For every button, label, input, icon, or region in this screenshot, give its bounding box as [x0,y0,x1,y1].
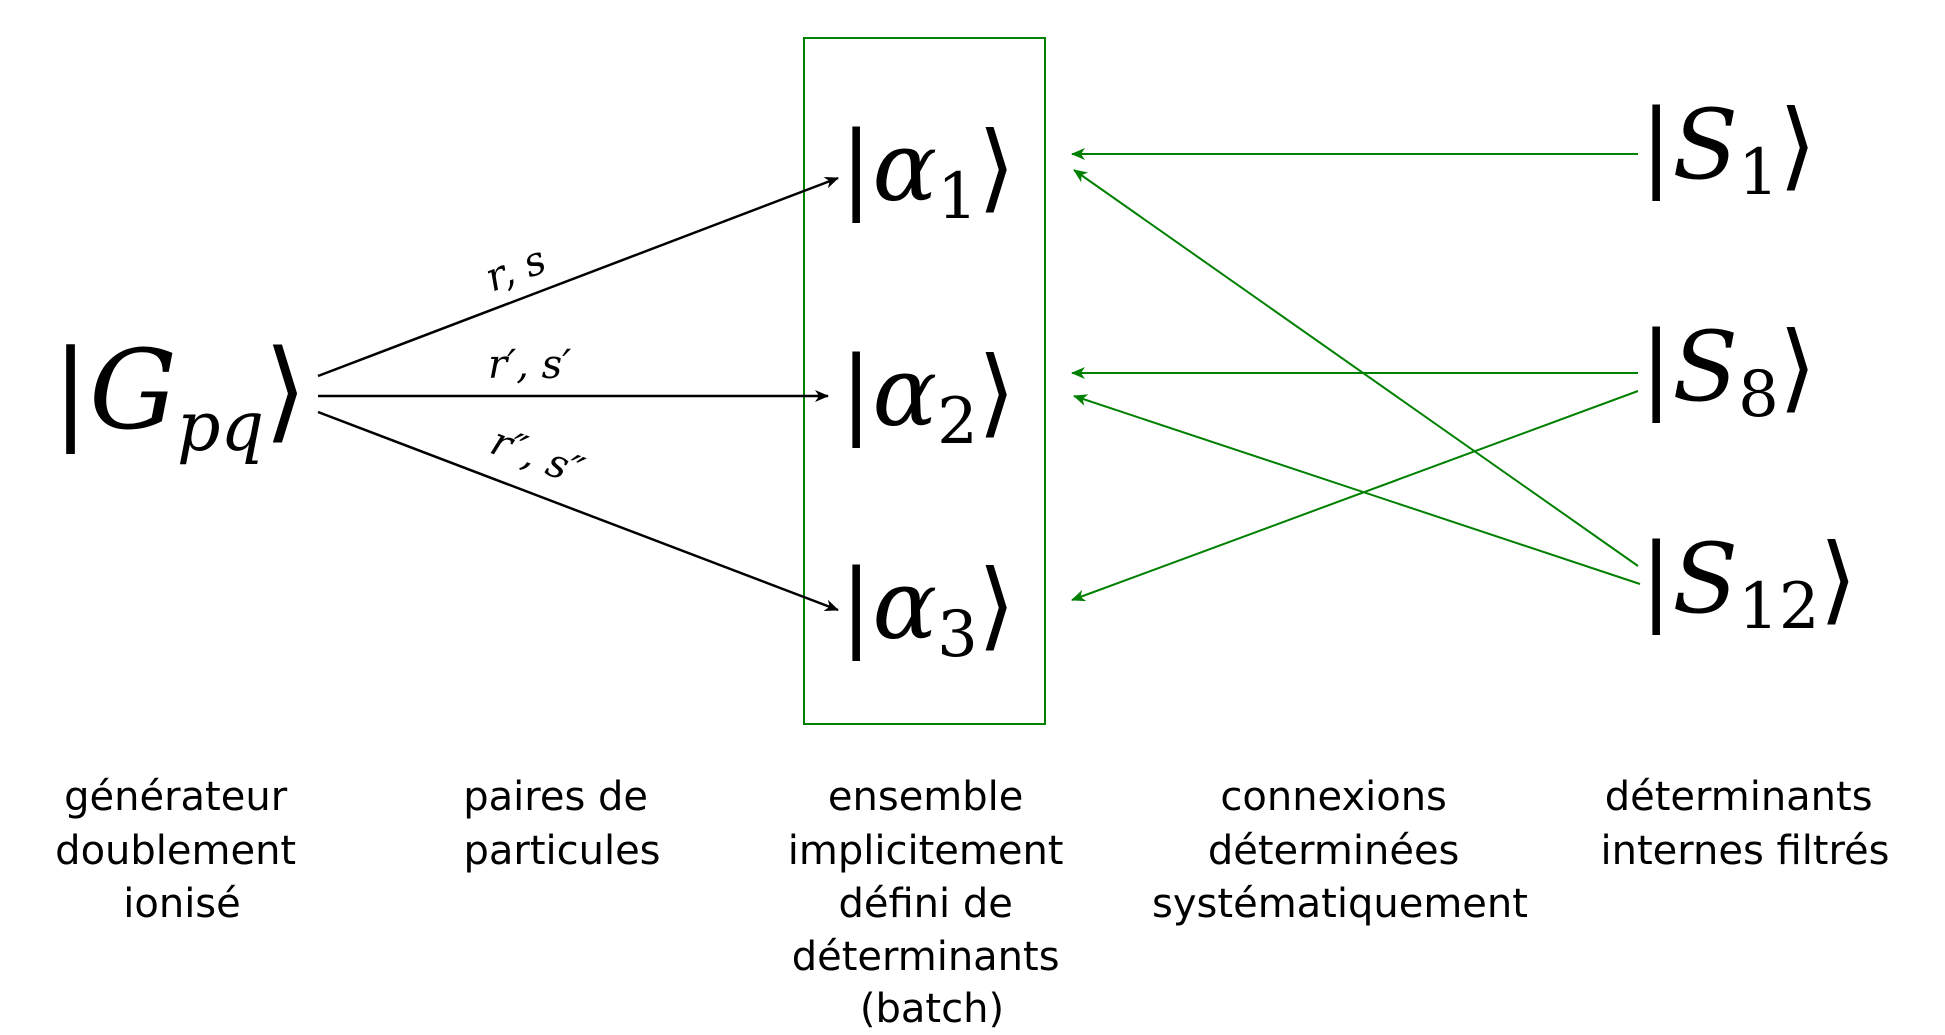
caption-connections: connexions déterminées systématiquement [1152,774,1528,927]
caption-internals: déterminants internes filtrés [1600,774,1889,874]
generator-subscript: pq [177,388,264,467]
internal-ket-s12: |S12⟩ [1640,523,1857,644]
pair-label-2: r′, s′ [488,342,571,388]
alpha-ket-3: |α3⟩ [840,549,1015,672]
batch-box [803,37,1046,725]
arrow-s12-alpha-1 [1073,169,1639,567]
generator-ket: |Gpq⟩ [52,326,307,467]
arrow-generator-alpha-1 [317,176,839,378]
arrow-s8-alpha-3 [1071,390,1639,602]
caption-pairs: paires de particules [463,774,660,874]
generator-symbol: G [89,326,177,454]
internal-ket-s8: |S8⟩ [1640,311,1816,432]
arrow-s12-alpha-2 [1073,394,1641,585]
alpha-ket-2: |α2⟩ [840,336,1015,459]
caption-batch: ensemble implicitement défini de détermi… [788,774,1076,1032]
internal-ket-s1: |S1⟩ [1640,89,1816,210]
caption-generator: générateur doublement ionisé [55,774,309,927]
alpha-ket-1: |α1⟩ [840,111,1015,234]
arrow-generator-alpha-3 [317,410,839,612]
pair-label-3: r″, s″ [484,418,589,495]
